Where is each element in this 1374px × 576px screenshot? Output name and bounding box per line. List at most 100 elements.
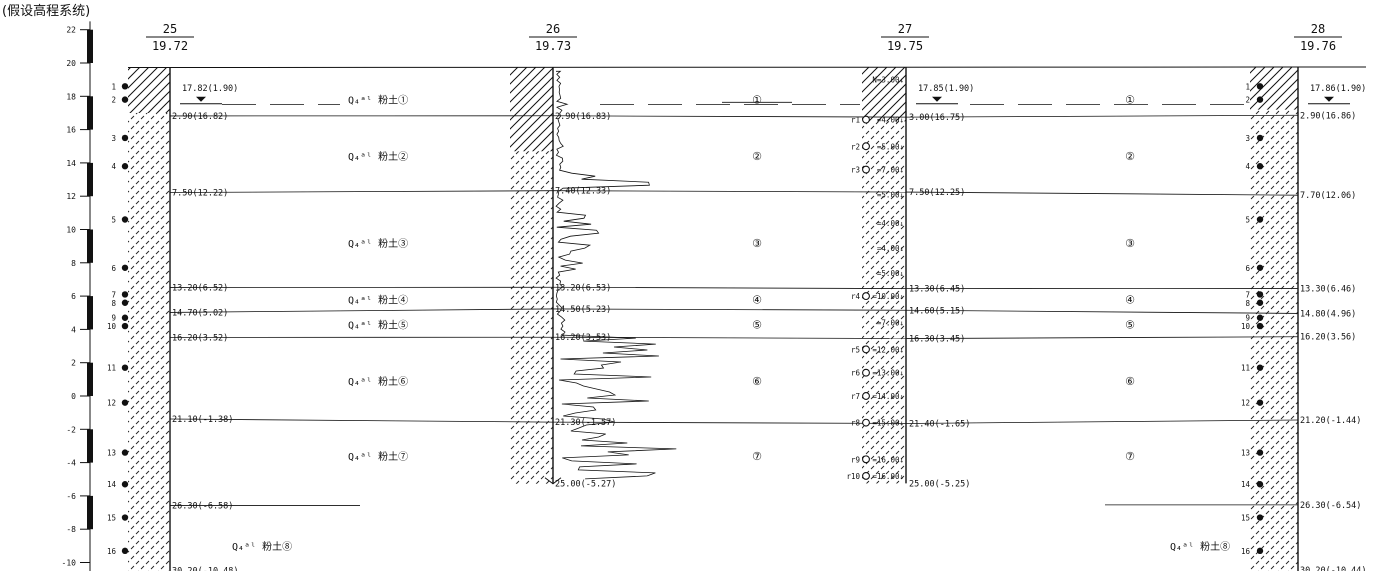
- layer-depth-label: 16.20(3.53): [555, 333, 611, 343]
- sample-number: 14: [107, 480, 117, 489]
- sample-marker: [122, 481, 128, 487]
- strata-mark: ①: [1125, 94, 1135, 107]
- layer-depth-label: 13.20(6.52): [172, 283, 228, 293]
- scale-tick-label: 10: [66, 226, 76, 235]
- water-level-triangle: [1324, 97, 1334, 102]
- borehole-column-dashes: [862, 121, 906, 483]
- sample-ring-label: r2: [851, 142, 860, 151]
- spt-value: =16.00↓: [872, 455, 904, 464]
- layer-depth-label: 2.90(16.82): [172, 112, 228, 122]
- spt-value: =10.00↓: [872, 292, 904, 301]
- sample-ring-marker: [863, 419, 870, 426]
- water-level-label: 17.82(1.90): [182, 84, 238, 94]
- sample-ring-marker: [863, 293, 870, 300]
- strata-mark: ⑥: [752, 375, 762, 388]
- sample-ring-label: r4: [851, 292, 861, 301]
- layer-depth-label: 30.20(-10.48): [172, 566, 239, 571]
- borehole-bottom-label: 25.00(-5.27): [555, 480, 616, 490]
- sample-ring-label: r6: [851, 369, 861, 378]
- layer-depth-label: 7.50(12.25): [909, 188, 965, 198]
- spt-value: =5.00↓: [877, 191, 904, 200]
- sample-marker: [1257, 364, 1263, 370]
- strata-mark: ③: [1125, 237, 1135, 250]
- sample-number: 15: [1241, 514, 1250, 523]
- scale-tick-label: 4: [71, 325, 76, 334]
- sample-marker: [1257, 449, 1263, 455]
- strata-description: Q₄ᵃˡ 粉土①: [348, 94, 408, 107]
- spt-value: =13.00↓: [872, 369, 904, 378]
- scale-tick-label: 16: [66, 126, 76, 135]
- sample-marker: [122, 291, 128, 297]
- layer-depth-label: 14.60(5.15): [909, 306, 965, 316]
- sample-marker: [1257, 265, 1263, 271]
- sample-ring-marker: [863, 166, 870, 173]
- strata-mark: ⑤: [1125, 318, 1135, 331]
- sample-marker: [122, 216, 128, 222]
- layer-depth-label: 13.20(6.53): [555, 283, 611, 293]
- sample-number: 1: [111, 82, 116, 91]
- borehole-number: 25: [163, 22, 177, 36]
- borehole-number: 26: [546, 22, 560, 36]
- sample-marker: [1257, 291, 1263, 297]
- borehole-column-hatch: [128, 68, 170, 113]
- sample-marker: [1257, 135, 1263, 141]
- scale-tick-label: 0: [71, 392, 76, 401]
- borehole-column-dashes: [1250, 110, 1298, 571]
- scale-segment: [87, 30, 93, 63]
- borehole-column-hatch: [510, 67, 553, 151]
- sample-number: 12: [107, 399, 116, 408]
- sample-number: 15: [107, 514, 116, 523]
- sample-marker: [1257, 300, 1263, 306]
- sample-number: 4: [111, 162, 116, 171]
- sample-ring-label: r1: [851, 116, 860, 125]
- borehole-column-dashes: [510, 151, 553, 484]
- borehole-surface-elevation: 19.73: [535, 39, 571, 53]
- sample-number: 4: [1245, 162, 1250, 171]
- sample-number: 5: [1245, 216, 1250, 225]
- strata-mark: ②: [1125, 150, 1135, 163]
- spt-value: =7.00↓: [877, 166, 904, 175]
- sample-number: 13: [107, 449, 116, 458]
- sample-ring-label: r10: [846, 472, 860, 481]
- sample-marker: [122, 548, 128, 554]
- sample-ring-marker: [863, 116, 870, 123]
- strata-mark: ③: [752, 237, 762, 250]
- layer-depth-label: 26.30(-6.58): [172, 502, 233, 512]
- layer-depth-label: 30.20(-10.44): [1300, 566, 1367, 571]
- scale-segment: [87, 230, 93, 263]
- layer-depth-label: 21.20(-1.44): [1300, 416, 1361, 426]
- sample-number: 3: [1245, 134, 1250, 143]
- layer-depth-label: 14.70(5.02): [172, 308, 228, 318]
- water-level-label: 17.85(1.90): [918, 84, 974, 94]
- sample-marker: [122, 135, 128, 141]
- layer-depth-label: 16.20(3.56): [1300, 333, 1356, 343]
- water-level-triangle: [932, 97, 942, 102]
- scale-tick-label: 18: [66, 92, 76, 101]
- sample-marker: [1257, 163, 1263, 169]
- strata-mark: ⑤: [752, 318, 762, 331]
- sample-marker: [1257, 216, 1263, 222]
- sample-number: 6: [111, 264, 116, 273]
- layer-depth-label: 2.90(16.83): [555, 112, 611, 122]
- scale-segment: [87, 96, 93, 129]
- sample-ring-label: r8: [851, 419, 861, 428]
- scale-tick-label: 12: [66, 192, 76, 201]
- sample-marker: [1257, 83, 1263, 89]
- spt-value: =14.00↓: [872, 392, 904, 401]
- sample-number: 11: [107, 364, 116, 373]
- sample-marker: [122, 323, 128, 329]
- sample-number: 16: [1241, 547, 1251, 556]
- layer-depth-label: 16.20(3.52): [172, 333, 228, 343]
- spt-value: =5.00↓: [877, 142, 904, 151]
- scale-segment: [87, 363, 93, 396]
- borehole-surface-elevation: 19.72: [152, 39, 188, 53]
- scale-segment: [87, 429, 93, 462]
- sample-number: 6: [1245, 264, 1250, 273]
- scale-tick-label: 8: [71, 259, 76, 268]
- scale-tick-label: -6: [66, 492, 76, 501]
- sample-number: 16: [107, 547, 117, 556]
- sample-number: 8: [111, 299, 116, 308]
- spt-value: N=3.00↓: [872, 76, 904, 85]
